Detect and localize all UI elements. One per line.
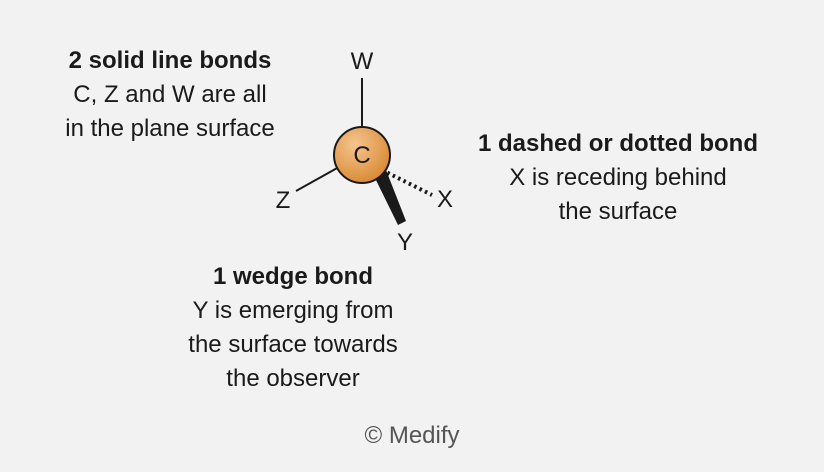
wedge-bond-note: 1 wedge bond Y is emerging from the surf… (143, 260, 443, 396)
dashed-bond-note: 1 dashed or dotted bond X is receding be… (448, 127, 788, 229)
dashed-bond-note-line-1: X is receding behind (509, 164, 727, 191)
wedge-bond-note-line-2: the surface towards (188, 331, 398, 358)
wedge-bond-note-line-1: Y is emerging from (192, 297, 394, 324)
dashed-bond-note-title: 1 dashed or dotted bond (478, 130, 758, 157)
copyright-notice: © Medify (364, 422, 460, 449)
wedge-bond-note-title: 1 wedge bond (212, 263, 373, 290)
wedge-bond-y (374, 170, 406, 225)
atom-label-w: W (351, 48, 374, 75)
wedge-bond-note-line-3: the observer (226, 365, 360, 392)
solid-bond-note-line-1: C, Z and W are all (73, 81, 267, 108)
solid-bond-note: 2 solid line bonds C, Z and W are all in… (20, 44, 320, 146)
solid-bond-z (295, 166, 340, 192)
solid-bond-note-line-2: in the plane surface (65, 115, 275, 142)
solid-bond-note-title: 2 solid line bonds (68, 47, 272, 74)
carbon-atom (333, 126, 391, 184)
atom-label-x: X (437, 186, 453, 213)
dashed-bond-note-line-2: the surface (558, 198, 678, 225)
carbon-atom-label: C (353, 142, 370, 169)
atom-label-z: Z (276, 187, 291, 214)
atom-label-y: Y (397, 229, 413, 256)
